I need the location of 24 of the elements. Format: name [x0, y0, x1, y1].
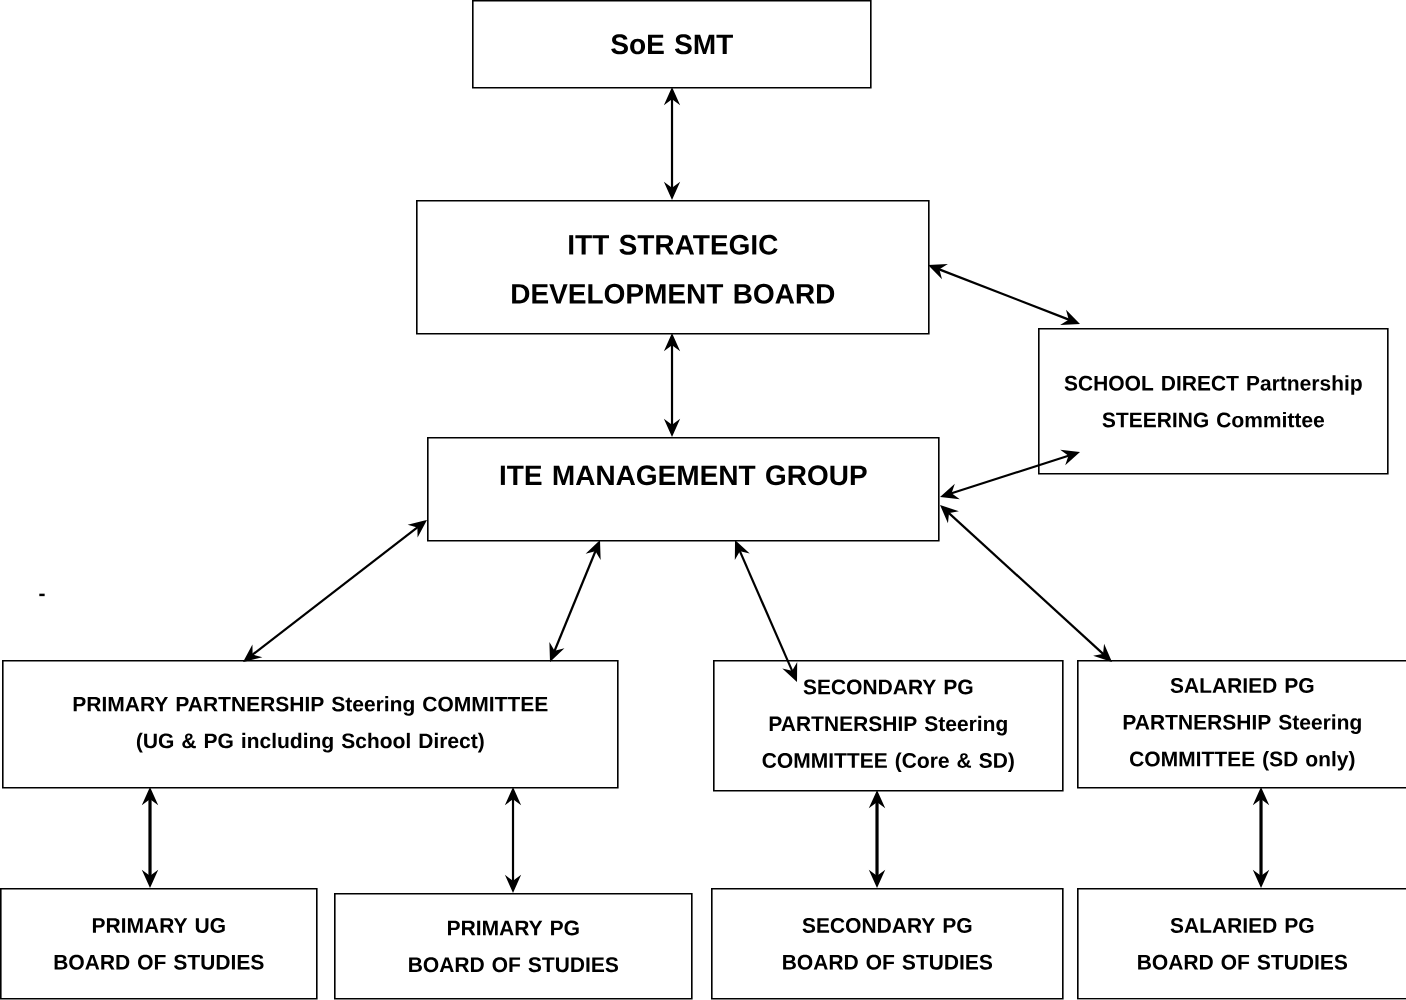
box-text: SALARIED PG BOARD OF STUDIES — [1138, 918, 1348, 970]
box — [1077, 660, 1406, 789]
box-text: SECONDARY PG PARTNERSHIP Steering COMMITTEE (Core & SD) — [762, 679, 1014, 773]
box — [711, 888, 1064, 1000]
dash-mark: - — [39, 593, 45, 597]
box — [334, 893, 693, 1000]
box — [472, 0, 872, 89]
box-text: SALARIED PG PARTNERSHIP Steering COMMITTEE (SD only) — [1123, 678, 1361, 771]
box-text: SECONDARY PG BOARD OF STUDIES — [783, 918, 993, 970]
box-text: SoE SMT — [611, 34, 733, 55]
box — [1038, 328, 1389, 475]
box-text: ITE MANAGEMENT GROUP — [500, 465, 867, 486]
box — [1077, 888, 1406, 1000]
box-text: SCHOOL DIRECT Partnership STEERING Committee — [1064, 375, 1362, 428]
box — [427, 437, 940, 542]
box — [2, 660, 619, 789]
box — [0, 888, 318, 1000]
box — [713, 660, 1064, 792]
box-text: PRIMARY UG BOARD OF STUDIES — [54, 918, 264, 970]
arrow — [940, 505, 1112, 662]
box-text: PRIMARY PG BOARD OF STUDIES — [409, 920, 619, 973]
box — [416, 200, 930, 335]
box-text: PRIMARY PARTNERSHIP Steering COMMITTEE (UG & PG including School Direct) — [73, 696, 548, 753]
box-text: ITT STRATEGIC DEVELOPMENT BOARD — [512, 234, 835, 304]
